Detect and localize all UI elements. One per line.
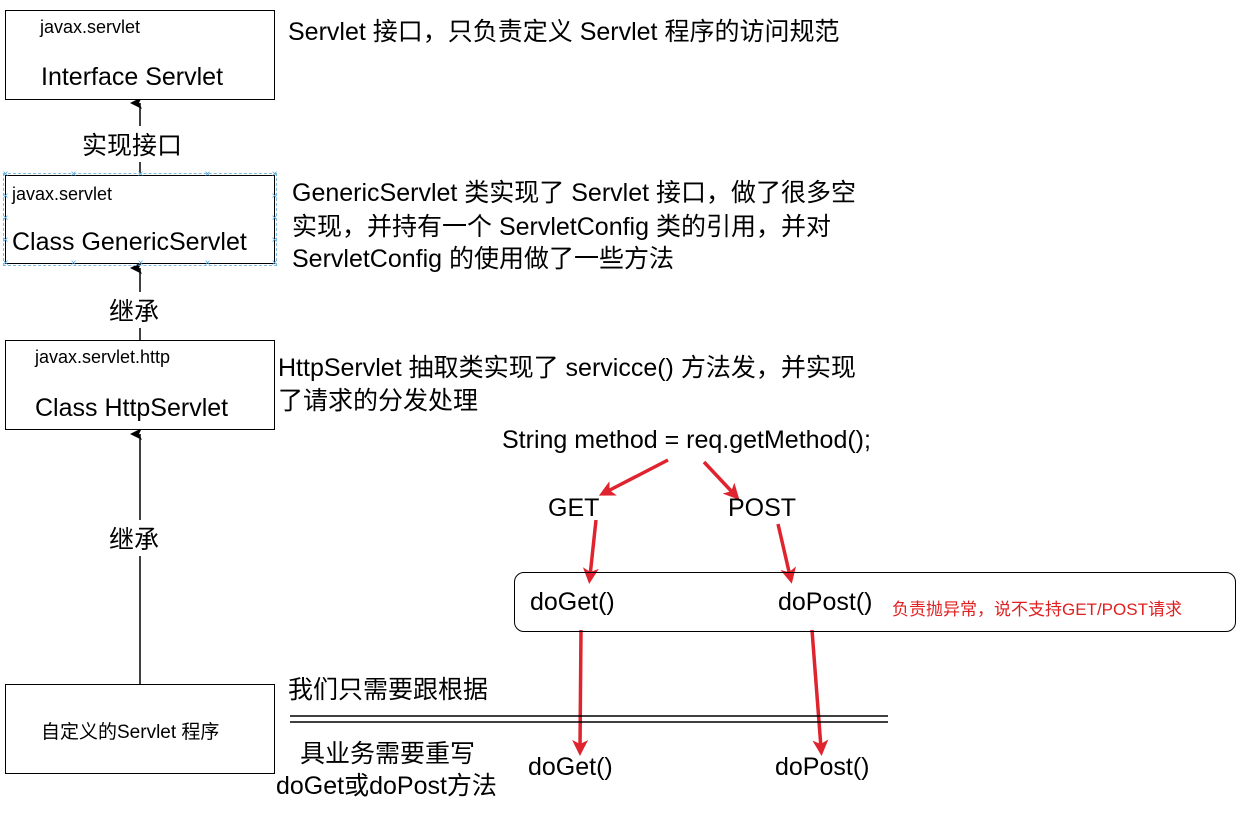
get-branch-label: GET — [548, 494, 600, 522]
http-servlet-name: Class HttpServlet — [35, 394, 229, 422]
selection-handle-icon[interactable]: × — [137, 258, 144, 269]
doget-to-override-doget-arrow — [572, 629, 589, 756]
servlet-interface-box[interactable]: javax.servlet Interface Servlet — [5, 10, 275, 100]
inherits-label-1: 继承 — [107, 292, 162, 328]
override-doget-label: doGet() — [528, 753, 613, 781]
override-note-line2: 具业务需要重写 — [300, 740, 476, 768]
dopost-error-note: 负责抛异常，说不支持GET/POST请求 — [892, 600, 1182, 619]
selection-handle-icon[interactable]: × — [2, 169, 9, 180]
override-note-line3: doGet或doPost方法 — [276, 772, 497, 800]
selection-handle-icon[interactable]: × — [204, 169, 211, 180]
servlet-description: Servlet 接口，只负责定义 Servlet 程序的访问规范 — [288, 18, 840, 46]
selection-handle-icon[interactable]: × — [137, 169, 144, 180]
selection-handle-icon[interactable]: × — [271, 191, 278, 202]
http-package-label: javax.servlet.http — [35, 347, 171, 367]
selection-handle-icon[interactable]: × — [271, 258, 278, 269]
selection-handle-icon[interactable]: × — [70, 169, 77, 180]
post-to-dopost-arrow — [776, 523, 796, 584]
get-to-doget-arrow — [582, 519, 599, 584]
generic-servlet-box[interactable]: javax.servlet Class GenericServlet — [3, 173, 277, 266]
selection-handle-icon[interactable]: × — [2, 258, 9, 269]
generic-description-line: ServletConfig 的使用做了一些方法 — [292, 245, 675, 273]
selection-handle-icon[interactable]: × — [271, 235, 278, 246]
custom-servlet-name: 自定义的Servlet 程序 — [41, 722, 220, 743]
http-servlet-box[interactable]: javax.servlet.http Class HttpServlet — [5, 340, 275, 430]
generic-description-line: GenericServlet 类实现了 Servlet 接口，做了很多空 — [292, 179, 856, 207]
dopost-method-label: doPost() — [778, 588, 873, 616]
servlet-package-label: javax.servlet — [40, 17, 141, 37]
post-branch-label: POST — [728, 494, 797, 522]
servlet-interface-name: Interface Servlet — [41, 63, 224, 91]
http-description-line: 了请求的分发处理 — [278, 387, 479, 415]
doget-method-label: doGet() — [530, 588, 615, 616]
selection-handle-icon[interactable]: × — [70, 258, 77, 269]
method-to-post-arrow — [702, 460, 740, 500]
selection-handle-icon[interactable]: × — [271, 213, 278, 224]
inherits-label-2: 继承 — [107, 520, 162, 556]
selection-handle-icon[interactable]: × — [271, 169, 278, 180]
selection-handle-icon[interactable]: × — [2, 213, 9, 224]
override-dopost-label: doPost() — [775, 753, 870, 781]
dispatch-methods-box[interactable] — [514, 572, 1236, 632]
custom-servlet-box[interactable]: 自定义的Servlet 程序 — [5, 684, 275, 774]
override-note-line1: 我们只需要跟根据 — [288, 676, 489, 704]
selection-handle-icon[interactable]: × — [204, 258, 211, 269]
selection-handle-icon[interactable]: × — [2, 191, 9, 202]
generic-servlet-name: Class GenericServlet — [12, 228, 247, 256]
selection-handle-icon[interactable]: × — [2, 235, 9, 246]
dopost-to-override-dopost-arrow — [810, 629, 829, 756]
http-description-line: HttpServlet 抽取类实现了 servicce() 方法发，并实现 — [278, 354, 856, 382]
method-to-get-arrow — [598, 458, 669, 496]
generic-description-line: 实现，并持有一个 ServletConfig 类的引用，并对 — [292, 213, 831, 241]
get-method-code: String method = req.getMethod(); — [502, 426, 871, 454]
generic-package-label: javax.servlet — [12, 184, 113, 204]
implements-interface-label: 实现接口 — [80, 126, 185, 162]
